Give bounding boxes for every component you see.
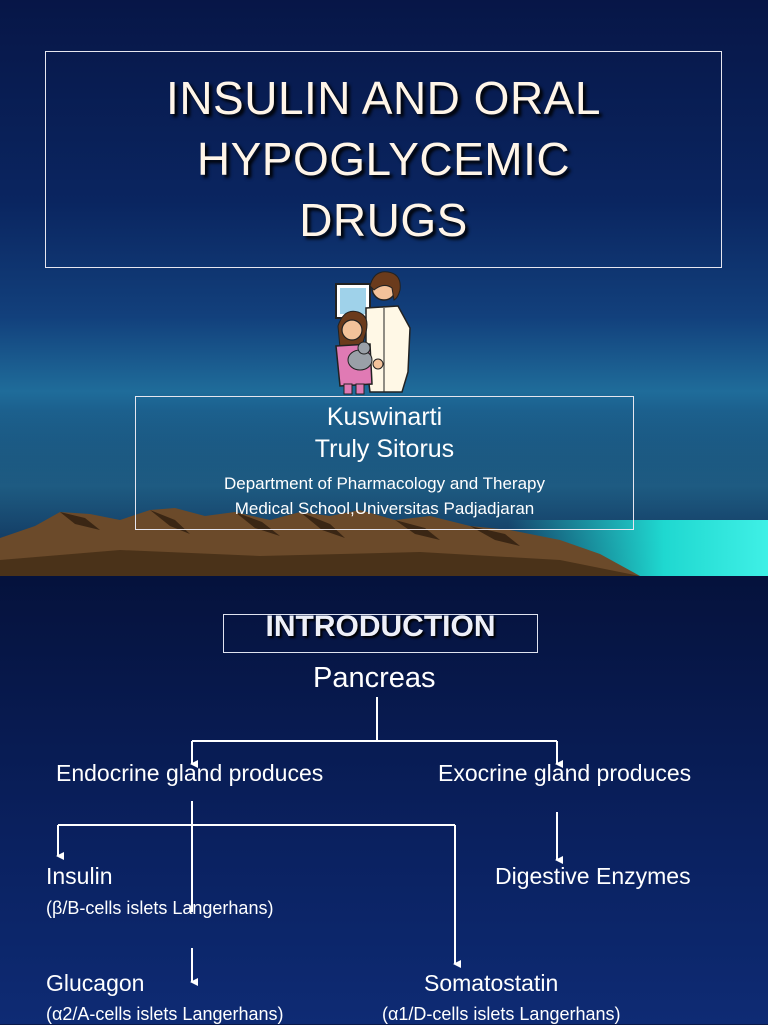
department-line: Medical School,Universitas Padjadjaran (234, 499, 535, 518)
department-line: Department of Pharmacology and Therapy (224, 474, 545, 493)
glucagon-node: Glucagon (46, 970, 145, 996)
introduction-heading-box: INTRODUCTION (223, 610, 538, 653)
somatostatin-node: Somatostatin (424, 970, 559, 996)
title-frame: INSULIN AND ORAL HYPOGLYCEMIC DRUGS (45, 51, 722, 268)
doctor-with-child-icon (335, 271, 411, 395)
slide-title: INSULIN AND ORAL HYPOGLYCEMIC DRUGS (104, 68, 664, 251)
title-slide: INSULIN AND ORAL HYPOGLYCEMIC DRUGS Kusw… (0, 0, 768, 576)
introduction-slide: INTRODUCTION Pancreas Endocrine gland pr… (0, 576, 768, 1024)
hierarchy-connector-lines (56, 697, 563, 986)
author-name: Kuswinarti (326, 403, 443, 431)
somatostatin-detail: (α1/D-cells islets Langerhans) (382, 1004, 621, 1024)
slide-heading: INTRODUCTION (265, 610, 496, 643)
digestive-enzymes-node: Digestive Enzymes (495, 863, 691, 889)
title-line: INSULIN AND ORAL (166, 72, 601, 124)
insulin-node: Insulin (46, 863, 113, 889)
endocrine-node: Endocrine gland produces (56, 760, 324, 786)
exocrine-node: Exocrine gland produces (438, 760, 692, 786)
author-name: Truly Sitorus (314, 435, 455, 463)
pancreas-node: Pancreas (313, 662, 436, 694)
title-line: DRUGS (299, 194, 468, 246)
title-line: HYPOGLYCEMIC (196, 133, 571, 185)
insulin-detail: (β/B-cells islets Langerhans) (46, 898, 274, 918)
glucagon-detail: (α2/A-cells islets Langerhans) (46, 1004, 284, 1024)
author-info-box: Kuswinarti Truly Sitorus Department of P… (135, 396, 634, 530)
mountain-range-graphic (0, 508, 640, 576)
